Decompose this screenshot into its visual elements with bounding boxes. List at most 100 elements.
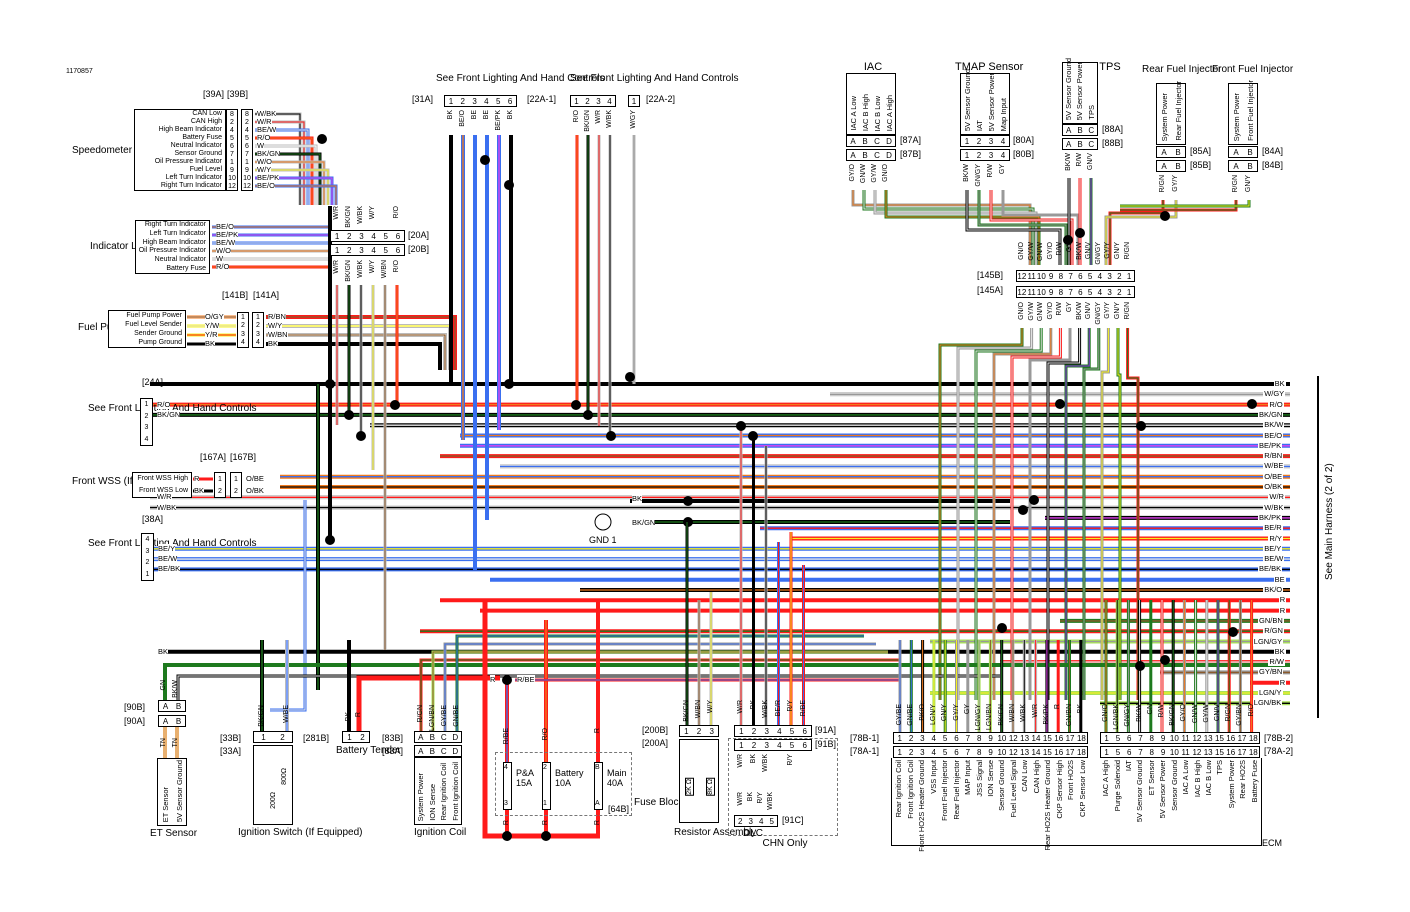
connector-38a-wire-label: BE/BK: [158, 564, 181, 574]
pin-number: 2: [347, 232, 352, 241]
pin-number: 7: [1138, 734, 1143, 743]
main-harness-wire-label: LGN/BK: [1252, 698, 1283, 708]
pin-function-label: Fuel Level Signal: [1008, 760, 1018, 818]
main-harness-wire-label: BK/O: [1263, 585, 1284, 594]
pin-function-label: System Power: [1159, 92, 1169, 141]
connector-22a1-ref: [22A-1]: [527, 94, 557, 104]
pin-number: 1: [334, 246, 340, 255]
splice-dot: [1055, 399, 1065, 409]
main-harness-wire-label: O/BE: [1263, 471, 1284, 481]
splice-dot: [504, 379, 514, 389]
connector-200b-ref: [200B]: [642, 725, 669, 735]
pin-number: 15: [1215, 748, 1224, 757]
connector-31a-ref: [31A]: [412, 94, 434, 104]
splice-dot: [356, 431, 366, 441]
pin-number: 15: [1042, 748, 1052, 757]
pin-number: 2: [347, 246, 352, 255]
pin-number: 3: [472, 97, 477, 106]
dlc-91c-wire-label: R/Y: [757, 792, 764, 804]
fuel-pump-wire-in-label: Y/W: [205, 321, 220, 330]
pin-number: 6: [395, 246, 401, 255]
pin-number: 12: [1008, 748, 1018, 757]
connector-145a-ref: [145A]: [977, 285, 1004, 295]
pin-number: 8: [976, 748, 982, 757]
pin-function-label: High Beam Indicator: [142, 238, 206, 246]
dlc-91b-wire-label: R/Y: [787, 754, 794, 766]
pin-number: 12: [228, 182, 236, 190]
connector-20b-wire-label: R/O: [393, 260, 400, 273]
wire-stripe: [1047, 328, 1081, 700]
connector-38a-wire-label: BK: [158, 646, 169, 656]
pin-function-label: Fuel Pump Power: [126, 311, 182, 319]
pin-number: 2: [585, 97, 590, 106]
pin-number: B: [862, 137, 868, 146]
connector-24a-wire-label: BK/GN: [157, 409, 181, 419]
fuse-top-pin: 2: [543, 764, 547, 771]
connector-31a-wire-label: BE: [483, 110, 490, 120]
pin-number: 10: [997, 748, 1007, 757]
pin-function-label: IAC A Low: [1181, 760, 1191, 795]
pin-function-label: Sensor Ground: [1169, 760, 1179, 811]
ignition-coil-wire: [419, 658, 900, 731]
pin-number: 12: [1008, 734, 1018, 743]
connector-145a-wire-label: GY/O: [1046, 302, 1054, 320]
pin-number: 4: [1097, 288, 1103, 297]
main-harness-wire-label: W/BK: [1263, 502, 1285, 512]
pin-number: 4: [777, 727, 782, 736]
connector-31a-wire-label: BE: [471, 110, 478, 120]
connector-20a-wire-label: W/Y: [369, 206, 376, 220]
pin-number: 12: [1017, 288, 1027, 297]
pin-number: 16: [1226, 748, 1236, 757]
connector-87a-ref: [87A]: [900, 135, 922, 145]
wire-stripe: [885, 190, 1040, 265]
pin-function-label: 5V Sensor Ground: [174, 759, 184, 822]
pin-number: 1: [448, 97, 454, 106]
ignition-coil-title: Ignition Coil: [414, 827, 467, 838]
splice-dot: [502, 831, 512, 841]
pin-number: 3: [748, 817, 753, 826]
main-harness-wire-label: LGN/GY: [1252, 636, 1284, 646]
connector-20a-wire-label: W/R: [333, 206, 340, 220]
dlc-91a-wire-label: W/BK: [762, 700, 769, 718]
connector-31a-wire-label: BE/O: [459, 110, 466, 127]
main-harness-wire-label: W/BE: [1263, 461, 1285, 471]
tmap-title: TMAP Sensor: [955, 61, 1024, 73]
speedometer-wire-label: BE/O: [257, 181, 275, 190]
connector-20b-wire-label: W/R: [333, 260, 340, 274]
pin-number: B: [862, 151, 868, 160]
pin-function-label: Left Turn Indicator: [165, 174, 222, 181]
connector-145a-wire-label: R/GN: [1123, 302, 1131, 320]
connector-88a-ref: [88A]: [1102, 124, 1124, 134]
connector-91c-ref: [91C]: [782, 815, 804, 825]
wire-stripe: [255, 177, 333, 205]
dlc-91b-wire-label: BK: [749, 754, 757, 764]
front-wss-title: Front WSS (If Equipped): [72, 476, 181, 487]
pin-number: 1: [631, 97, 637, 106]
pin-number: 1: [261, 733, 266, 742]
ecm-title: ECM: [1262, 838, 1282, 848]
pin-number: 1: [241, 313, 245, 321]
et-sensor-wire-label-bottom: TN: [160, 738, 167, 748]
fuel-pump-wire-out-label: BK: [268, 339, 279, 348]
wire-stripe: [993, 328, 1052, 700]
resistor-2k-label: 2K Ω: [685, 778, 694, 796]
pin-number: 7: [965, 748, 971, 757]
pin-number: 1: [144, 401, 149, 409]
splice-dot: [583, 410, 593, 420]
fuel-pump-title: Fuel Pump: [78, 322, 127, 333]
rear-injector-wire-label: GY/Y: [1172, 175, 1179, 192]
pin-number: 18: [1076, 748, 1086, 757]
fuse-element: [542, 762, 551, 810]
ecm-left-wire-label: W/BN: [1009, 704, 1016, 723]
connector-22a1-wire-label: W/R: [595, 110, 602, 124]
